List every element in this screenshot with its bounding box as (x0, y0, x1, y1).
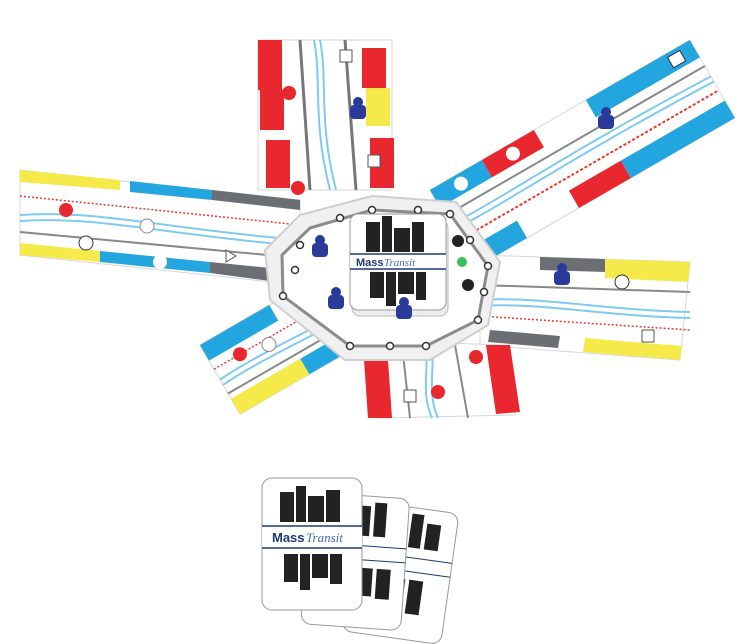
stop-icon (261, 336, 277, 352)
stop-icon (282, 86, 296, 100)
building-icon (641, 329, 655, 343)
recycle-icon (457, 257, 467, 267)
logo-transit: Transit (384, 257, 416, 269)
center-card-stack[interactable]: Mass Transit (349, 213, 449, 317)
gear-icon (452, 235, 464, 247)
no-entry-icon (614, 274, 630, 290)
stop-icon (59, 203, 73, 217)
track-arm-right (479, 254, 691, 361)
meeple[interactable] (328, 287, 344, 309)
meeple[interactable] (396, 297, 412, 319)
building-icon (403, 389, 417, 403)
meeples (312, 97, 614, 319)
stop-icon (469, 350, 483, 364)
card-logo-mass: Mass (272, 530, 305, 545)
logo-mass: Mass (356, 257, 384, 269)
building-icon (339, 49, 353, 63)
stop-icon (431, 385, 445, 399)
bus-icon (453, 176, 468, 191)
house-icon (666, 49, 687, 69)
no-entry-icon (78, 235, 94, 251)
gear-icon (462, 279, 474, 291)
stop-icon (232, 347, 247, 362)
stop-icon (139, 218, 155, 234)
stop-icon (505, 146, 520, 161)
meeple[interactable] (598, 107, 614, 129)
meeple[interactable] (312, 235, 328, 257)
building-icon (367, 154, 381, 168)
card-logo-transit: Transit (306, 530, 343, 545)
stop-icon (291, 181, 305, 195)
skyline-icon (366, 216, 426, 306)
meeple[interactable] (350, 97, 366, 119)
tram-icon (153, 255, 167, 269)
meeple[interactable] (554, 263, 570, 285)
track-arm-left (19, 169, 301, 286)
track-arm-top (257, 39, 394, 195)
fanned-cards[interactable]: Mass Transit (261, 477, 459, 644)
arrow-icon (225, 249, 237, 263)
skyline-icon (280, 486, 342, 590)
